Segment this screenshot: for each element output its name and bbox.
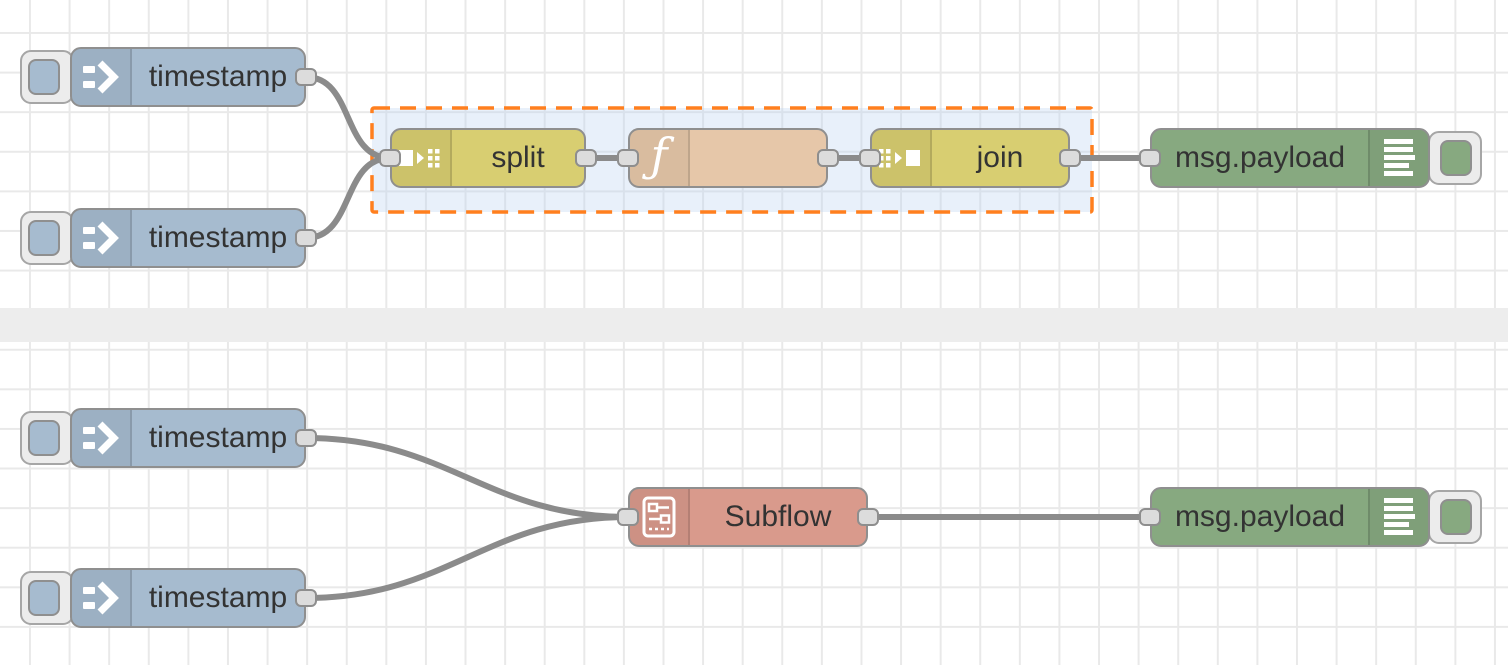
- input-port[interactable]: [617, 508, 639, 526]
- node-label: timestamp: [148, 221, 288, 254]
- output-port[interactable]: [1059, 149, 1081, 167]
- node-label: timestamp: [148, 421, 288, 454]
- node-label: msg.payload: [1174, 141, 1346, 174]
- node-label: msg.payload: [1174, 500, 1346, 533]
- inject-node[interactable]: timestamp: [20, 47, 317, 107]
- output-port[interactable]: [857, 508, 879, 526]
- inject-icon: [72, 410, 132, 466]
- inject-icon: [72, 570, 132, 626]
- inject-button-face: [28, 220, 60, 256]
- debug-node[interactable]: msg.payload: [1139, 487, 1482, 547]
- inject-button[interactable]: [20, 50, 74, 104]
- function-node[interactable]: ƒ: [617, 128, 839, 188]
- wire[interactable]: [303, 74, 393, 161]
- output-port[interactable]: [295, 589, 317, 607]
- debug-icon: [1368, 130, 1428, 186]
- join-icon: [872, 130, 932, 186]
- wire[interactable]: [303, 435, 631, 520]
- debug-node[interactable]: msg.payload: [1139, 128, 1482, 188]
- node-label: Subflow: [724, 500, 832, 533]
- node-label: [690, 130, 826, 186]
- inject-icon: [72, 49, 132, 105]
- output-port[interactable]: [295, 229, 317, 247]
- subflow-icon: [630, 489, 690, 545]
- node-label: timestamp: [148, 581, 288, 614]
- section-divider: [0, 308, 1508, 342]
- output-port[interactable]: [817, 149, 839, 167]
- debug-button-face: [1440, 140, 1472, 176]
- input-port[interactable]: [1139, 149, 1161, 167]
- inject-node[interactable]: timestamp: [20, 568, 317, 628]
- node-label: split: [491, 141, 545, 174]
- output-port[interactable]: [295, 429, 317, 447]
- inject-button-face: [28, 59, 60, 95]
- debug-icon: [1368, 489, 1428, 545]
- inject-icon: [72, 210, 132, 266]
- inject-node[interactable]: timestamp: [20, 408, 317, 468]
- function-icon: ƒ: [630, 130, 690, 186]
- output-port[interactable]: [295, 68, 317, 86]
- input-port[interactable]: [379, 149, 401, 167]
- input-port[interactable]: [1139, 508, 1161, 526]
- join-node[interactable]: join: [859, 128, 1081, 188]
- inject-button[interactable]: [20, 571, 74, 625]
- debug-toggle-button[interactable]: [1428, 490, 1482, 544]
- inject-button-face: [28, 420, 60, 456]
- node-label: join: [976, 141, 1024, 174]
- output-port[interactable]: [575, 149, 597, 167]
- wire[interactable]: [303, 155, 393, 241]
- debug-button-face: [1440, 499, 1472, 535]
- split-icon: [392, 130, 452, 186]
- input-port[interactable]: [617, 149, 639, 167]
- debug-toggle-button[interactable]: [1428, 131, 1482, 185]
- inject-button[interactable]: [20, 211, 74, 265]
- node-label: timestamp: [148, 60, 288, 93]
- inject-button-face: [28, 580, 60, 616]
- wire[interactable]: [303, 514, 631, 601]
- input-port[interactable]: [859, 149, 881, 167]
- subflow-node[interactable]: Subflow: [617, 487, 879, 547]
- inject-button[interactable]: [20, 411, 74, 465]
- inject-node[interactable]: timestamp: [20, 208, 317, 268]
- split-node[interactable]: split: [379, 128, 597, 188]
